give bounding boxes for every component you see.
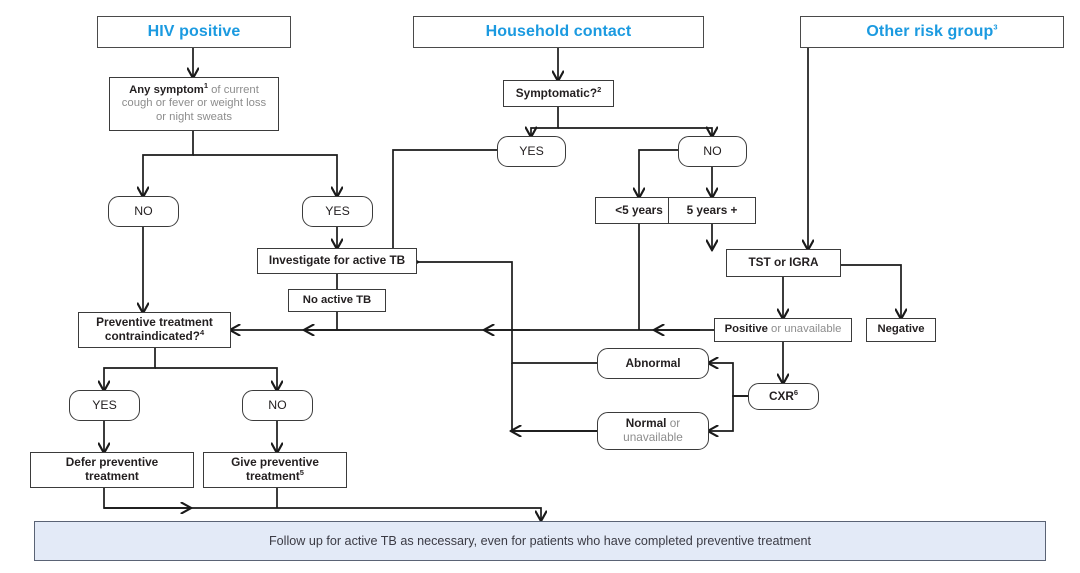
node-hiv-yes-label: YES: [325, 204, 350, 219]
node-positive-or-unavailable-label: Positive or unavailable: [724, 323, 842, 336]
footnote-marker-1: 1: [203, 81, 208, 91]
node-under-5-years-label: <5 years: [615, 202, 663, 217]
node-hiv-no-label: NO: [134, 204, 153, 219]
node-household-yes[interactable]: YES: [497, 136, 566, 167]
header-hiv-positive[interactable]: HIV positive: [97, 16, 291, 48]
node-abnormal-label: Abnormal: [625, 355, 681, 370]
node-symptomatic[interactable]: Symptomatic?2: [503, 80, 614, 107]
node-symptomatic-label: Symptomatic?2: [515, 84, 602, 100]
node-investigate-for-active-tb[interactable]: Investigate for active TB: [257, 248, 417, 274]
footnote-marker-2: 2: [597, 84, 602, 94]
node-household-yes-label: YES: [519, 144, 544, 159]
node-tst-or-igra-label: TST or IGRA: [748, 255, 819, 270]
node-investigate-for-active-tb-label: Investigate for active TB: [268, 253, 406, 268]
header-hiv-positive-label: HIV positive: [147, 22, 241, 40]
node-cxr-label: CXR6: [768, 387, 799, 403]
node-tst-or-igra[interactable]: TST or IGRA: [726, 249, 841, 277]
node-household-no-label: NO: [703, 144, 722, 159]
node-no-active-tb[interactable]: No active TB: [288, 289, 386, 312]
node-5-years-plus[interactable]: 5 years +: [668, 197, 756, 224]
node-any-symptom[interactable]: Any symptom1 of current cough or fever o…: [109, 77, 279, 131]
footnote-marker-3: 3: [993, 22, 998, 32]
node-contraindicated-yes-label: YES: [92, 398, 117, 413]
node-contraindicated-yes[interactable]: YES: [69, 390, 140, 421]
node-household-no[interactable]: NO: [678, 136, 747, 167]
footnote-marker-6: 6: [793, 387, 799, 397]
node-negative[interactable]: Negative: [866, 318, 936, 342]
header-other-risk-group[interactable]: Other risk group3: [800, 16, 1064, 48]
node-abnormal[interactable]: Abnormal: [597, 348, 709, 379]
node-5-years-plus-label: 5 years +: [686, 202, 738, 217]
node-contraindicated-no[interactable]: NO: [242, 390, 313, 421]
followup-banner-text: Follow up for active TB as necessary, ev…: [268, 534, 812, 548]
node-any-symptom-label: Any symptom1 of current cough or fever o…: [121, 81, 267, 123]
header-other-risk-group-label: Other risk group3: [866, 22, 998, 40]
header-household-contact[interactable]: Household contact: [413, 16, 704, 48]
footnote-marker-5: 5: [299, 468, 304, 478]
node-contraindicated-no-label: NO: [268, 398, 287, 413]
node-hiv-yes[interactable]: YES: [302, 196, 373, 227]
followup-banner[interactable]: Follow up for active TB as necessary, ev…: [34, 521, 1046, 561]
node-negative-label: Negative: [877, 323, 925, 336]
node-hiv-no[interactable]: NO: [108, 196, 179, 227]
header-household-contact-label: Household contact: [485, 22, 632, 40]
node-positive-or-unavailable[interactable]: Positive or unavailable: [714, 318, 852, 342]
node-no-active-tb-label: No active TB: [302, 293, 372, 306]
footnote-marker-4: 4: [199, 328, 205, 338]
node-cxr[interactable]: CXR6: [748, 383, 819, 410]
